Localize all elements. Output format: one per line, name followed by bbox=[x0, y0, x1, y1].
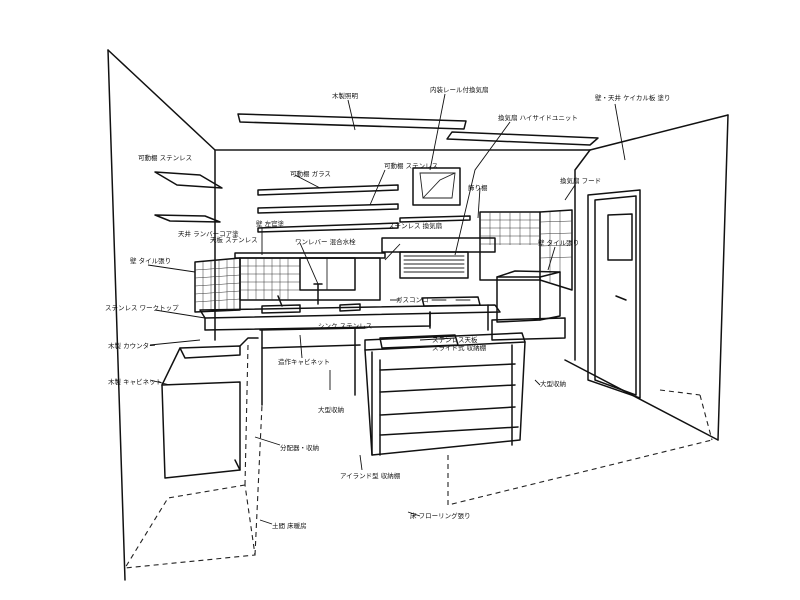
island bbox=[364, 332, 526, 456]
label-dining: 分配器・収納 bbox=[280, 443, 319, 452]
label-side-shelf: 飾り棚 bbox=[468, 183, 488, 192]
floor-dashed-outline bbox=[123, 344, 713, 569]
left-tile-wall bbox=[194, 257, 241, 313]
label-range-hood: ステンレス 換気扇 bbox=[388, 221, 442, 230]
label-built-in: 造作キャビネット bbox=[278, 357, 330, 366]
center-tile-backsplash bbox=[234, 252, 386, 301]
label-under-sink: 木製 キャビネット bbox=[108, 377, 162, 386]
label-shelf-mid: 可動棚 ステンレス bbox=[384, 161, 438, 170]
center-desk bbox=[259, 327, 366, 406]
label-stainless-top: ステンレス ワークトップ bbox=[105, 304, 179, 312]
left-counter bbox=[161, 337, 259, 479]
label-counter-wood: 木製 カウンター bbox=[108, 341, 156, 350]
label-sink-faucet: ワンレバー 混合水栓 bbox=[295, 237, 356, 246]
ceiling-lights bbox=[237, 113, 599, 146]
label-wood-left: 天板 ステンレス bbox=[210, 235, 258, 244]
annotations: 木製照明 内装レール付換気扇 壁・天井 ケイカル板 塗り 換気扇 ハイサイドユニ… bbox=[105, 85, 671, 530]
left-wall-shelves bbox=[154, 171, 223, 223]
label-tile-left: 壁 タイル張り bbox=[130, 256, 171, 265]
label-wall-right: 壁・天井 ケイカル板 塗り bbox=[595, 93, 671, 102]
label-gas: ガスコンロ bbox=[396, 295, 429, 304]
label-ceiling-light: 木製照明 bbox=[332, 91, 359, 100]
label-shelf-center: 可動棚 ガラス bbox=[290, 169, 331, 178]
label-fan: 換気扇 ハイサイドユニット bbox=[498, 113, 578, 122]
range-hood bbox=[381, 237, 496, 279]
label-counter: アイランド型 収納棚 bbox=[340, 471, 401, 480]
back-shelves bbox=[257, 184, 471, 233]
door bbox=[587, 189, 641, 399]
right-tile-panel bbox=[479, 209, 573, 291]
leader-lines bbox=[147, 93, 626, 525]
label-plaster: 壁 左官塗 bbox=[256, 219, 285, 228]
label-shelf-left-top: 可動棚 ステンレス bbox=[138, 153, 192, 162]
label-drainer: シンク ステンレス bbox=[318, 322, 372, 330]
high-window bbox=[412, 167, 461, 206]
label-floor: 床 フローリング張り bbox=[410, 511, 471, 520]
room-outline bbox=[107, 49, 729, 581]
label-storage-right: 大型収納 bbox=[540, 379, 566, 388]
label-stair: 土間 床暖房 bbox=[272, 521, 307, 530]
back-counter bbox=[199, 270, 566, 341]
label-big-storage: 大型収納 bbox=[318, 405, 344, 414]
label-hood-side: 換気扇 フード bbox=[560, 176, 601, 185]
label-island-note2: スライド式 収納棚 bbox=[432, 343, 487, 352]
label-frame-left: 天井 ランバーコア塗 bbox=[178, 229, 239, 238]
label-tile-right: 壁 タイル張り bbox=[538, 238, 579, 247]
label-window-top: 内装レール付換気扇 bbox=[430, 85, 489, 94]
label-island-note: ステンレス天板 bbox=[432, 335, 478, 344]
